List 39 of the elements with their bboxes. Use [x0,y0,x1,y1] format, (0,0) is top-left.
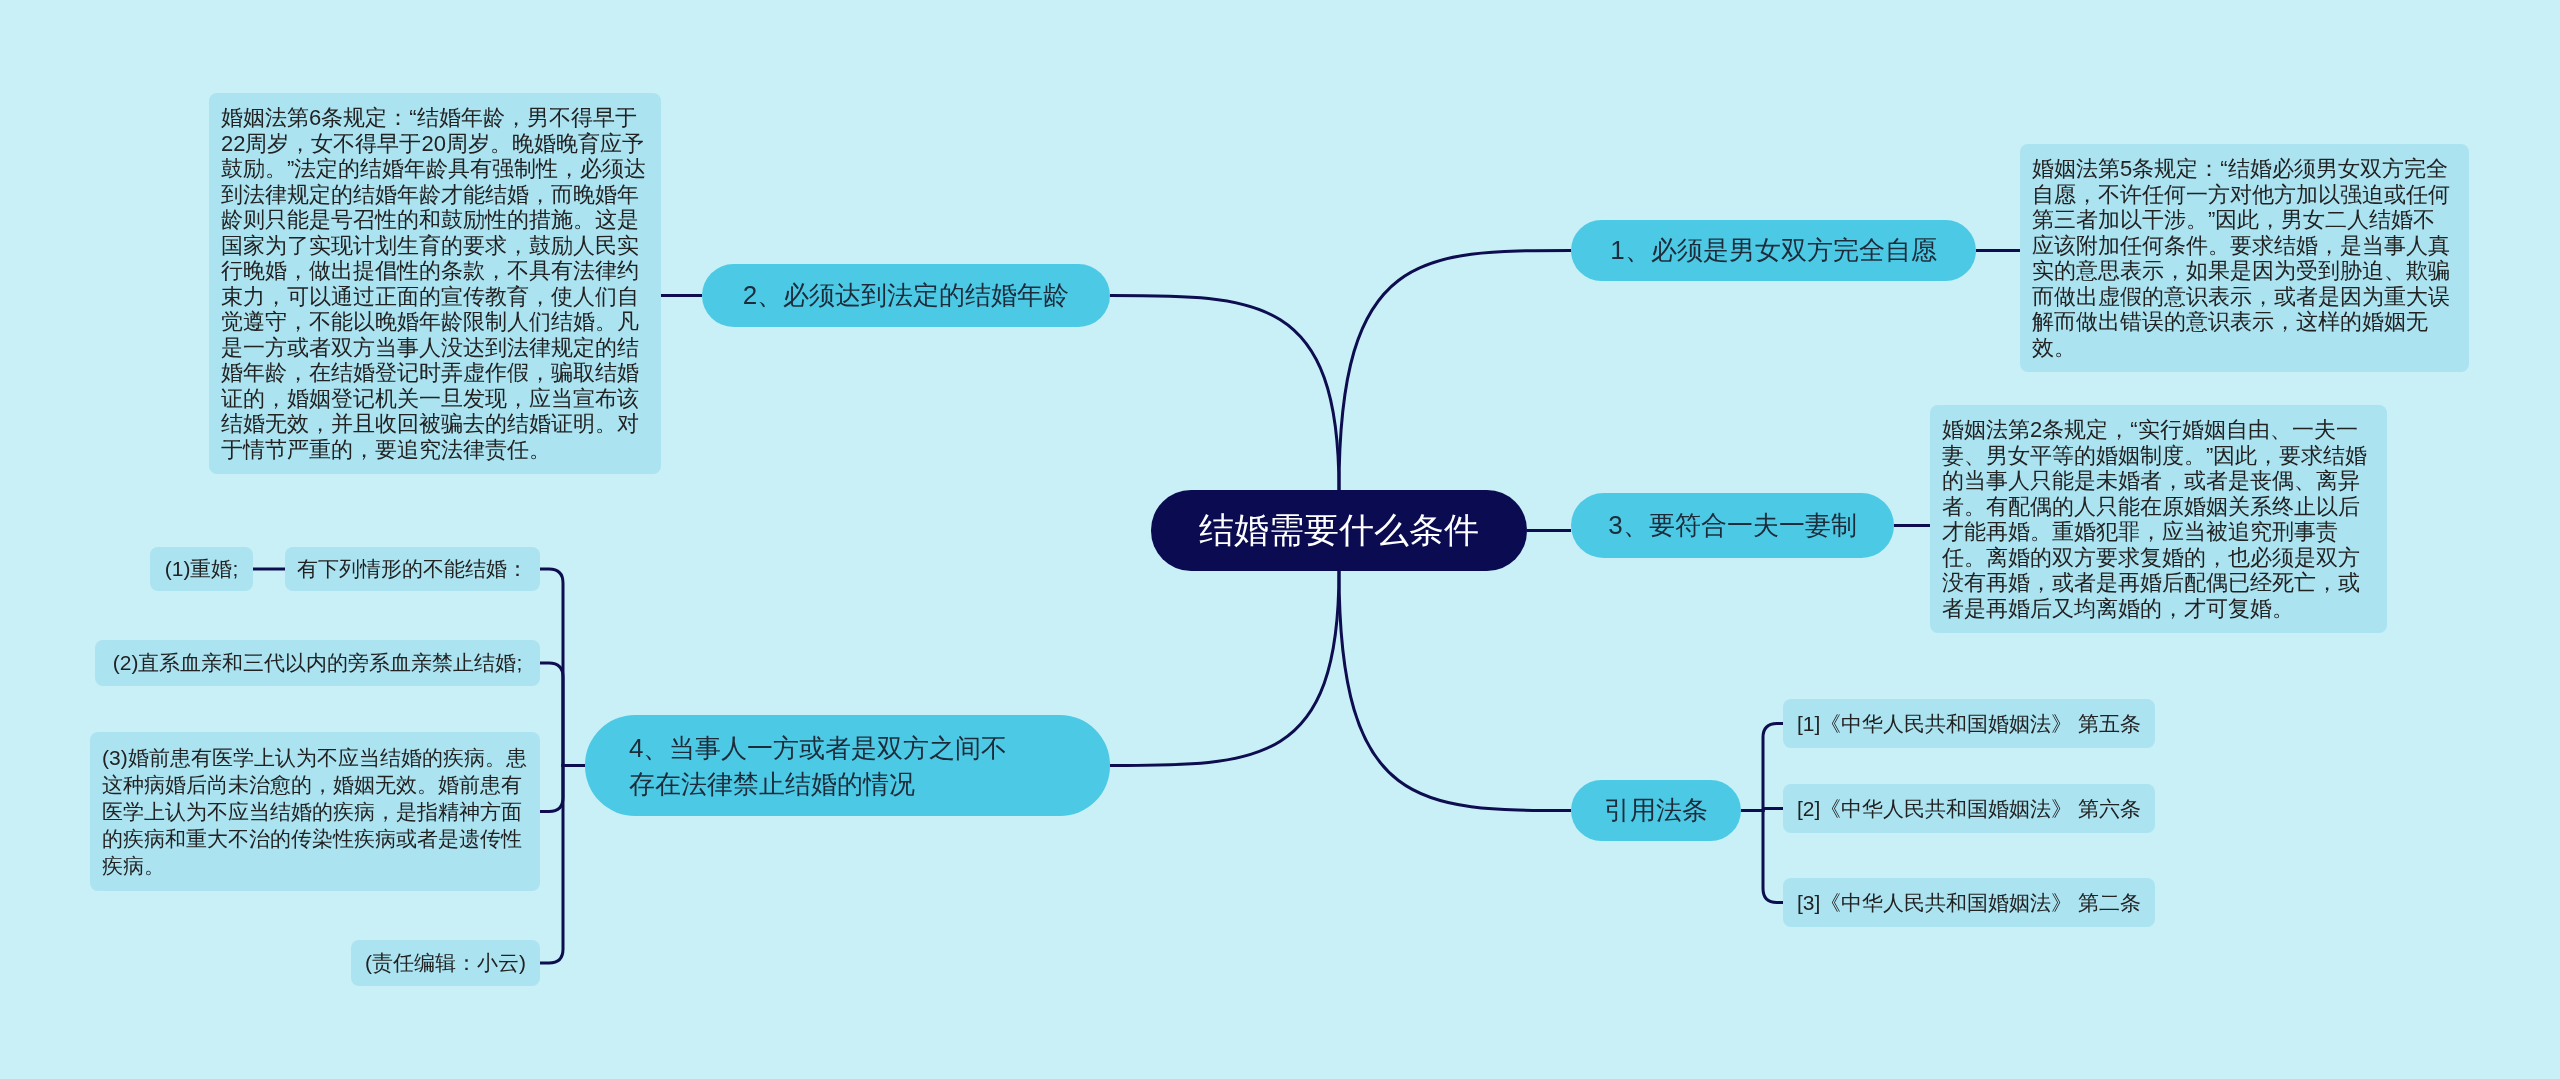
subtopic-card [285,547,540,591]
subtopic-text: [1]《中华人民共和国婚姻法》 第五条 [1796,710,2142,737]
subtopic-card [1783,878,2155,927]
connector-line [1527,529,1571,532]
connector-line [1976,249,2020,252]
connector-line [540,764,585,965]
branch-topic-pill [1571,780,1741,841]
note-text: 婚姻法第6条规定：“结婚年龄，男不得早于22周岁，女不得早于20周岁。晚婚晚育应予鼓励。”法定的结婚年龄具有强制性，必须达到法律规定的结婚年龄才能结婚，而晚婚年龄则只能是号召性的和鼓励性的措施。这是国家为了实现计划生育的要求，鼓励人民实行晚婚，做出提倡性的条款，不具有法律约束力，可以通过正面的宣传教育，使人们自觉遵守，不能以晚婚年龄限制人们结婚。凡是一方或者双方当事人没达到法律规定的结婚年龄，在结婚登记时弄虚作假，骗取结婚证的，婚姻登记机关一旦发现，应当宣布该结婚无效，并且收回被骗去的结婚证明。对于情节严重的，要追究法律责任。 [221,105,648,462]
subtopic-card [95,640,540,686]
note-card [2020,144,2469,372]
branch-topic-pill [1571,220,1976,281]
connector-line [1110,570,1341,767]
subtopic-text: (责任编辑：小云) [365,950,526,977]
subtopic-text: [3]《中华人民共和国婚姻法》 第二条 [1796,889,2142,916]
connector-line [1337,570,1571,812]
note-text: 婚姻法第5条规定：“结婚必须男女双方完全自愿，不许任何一方对他方加以强迫或任何第三者加以干涉。”因此，男女二人结婚不应该附加任何条件。要求结婚，是当事人真实的意思表示，如果是因为受到胁迫、欺骗而做出虚假的意识表示，或者是因为重大误解而做出错误的意识表示，这样的婚姻无效。 [2032,156,2451,360]
connector-line [1894,524,1930,527]
branch-topic-text: 2、必须达到法定的结婚年龄 [742,279,1070,312]
connector-line [1337,249,1571,491]
connector-line [253,567,285,571]
subtopic-text: (1)重婚; [164,556,239,583]
subtopic-card [351,940,540,986]
subtopic-card [1783,784,2155,833]
branch-topic-text: 4、当事人一方或者是双方之间不存在法律禁止结婚的情况 [629,731,1009,801]
central-topic-text: 结婚需要什么条件 [1199,509,1479,552]
note-text: 婚姻法第2条规定，“实行婚姻自由、一夫一妻、男女平等的婚姻制度。”因此，要求结婚的当事人只能是未婚者，或者是丧偶、离异者。有配偶的人只能在原婚姻关系终止以后才能再婚。重婚犯罪，应当被追究刑事责任。离婚的双方要求复婚的，也必须是双方没有再婚，或者是再婚后配偶已经死亡，或者是再婚后又均离婚的，才可复婚。 [1942,417,2369,621]
subtopic-text: [2]《中华人民共和国婚姻法》 第六条 [1796,795,2142,822]
subtopic-text: (2)直系血亲和三代以内的旁系血亲禁止结婚; [112,650,523,677]
branch-topic-text: 引用法条 [1604,794,1708,827]
note-card [1930,405,2387,633]
connector-line [661,294,702,297]
subtopic-text: (3)婚前患有医学上认为不应当结婚的疾病。患这种病婚后尚未治愈的，婚姻无效。婚前患有医学上认为不应当结婚的疾病，是指精神方面的疾病和重大不治的传染性疾病或者是遗传性疾病。 [102,745,528,879]
connector-line [1110,294,1341,491]
subtopic-card [90,732,540,891]
branch-topic-text: 1、必须是男女双方完全自愿 [1610,234,1937,267]
subtopic-card [150,547,253,591]
subtopic-text: 有下列情形的不能结婚： [297,556,528,583]
subtopic-card [1783,699,2155,748]
branch-topic-text: 3、要符合一夫一妻制 [1608,509,1857,542]
